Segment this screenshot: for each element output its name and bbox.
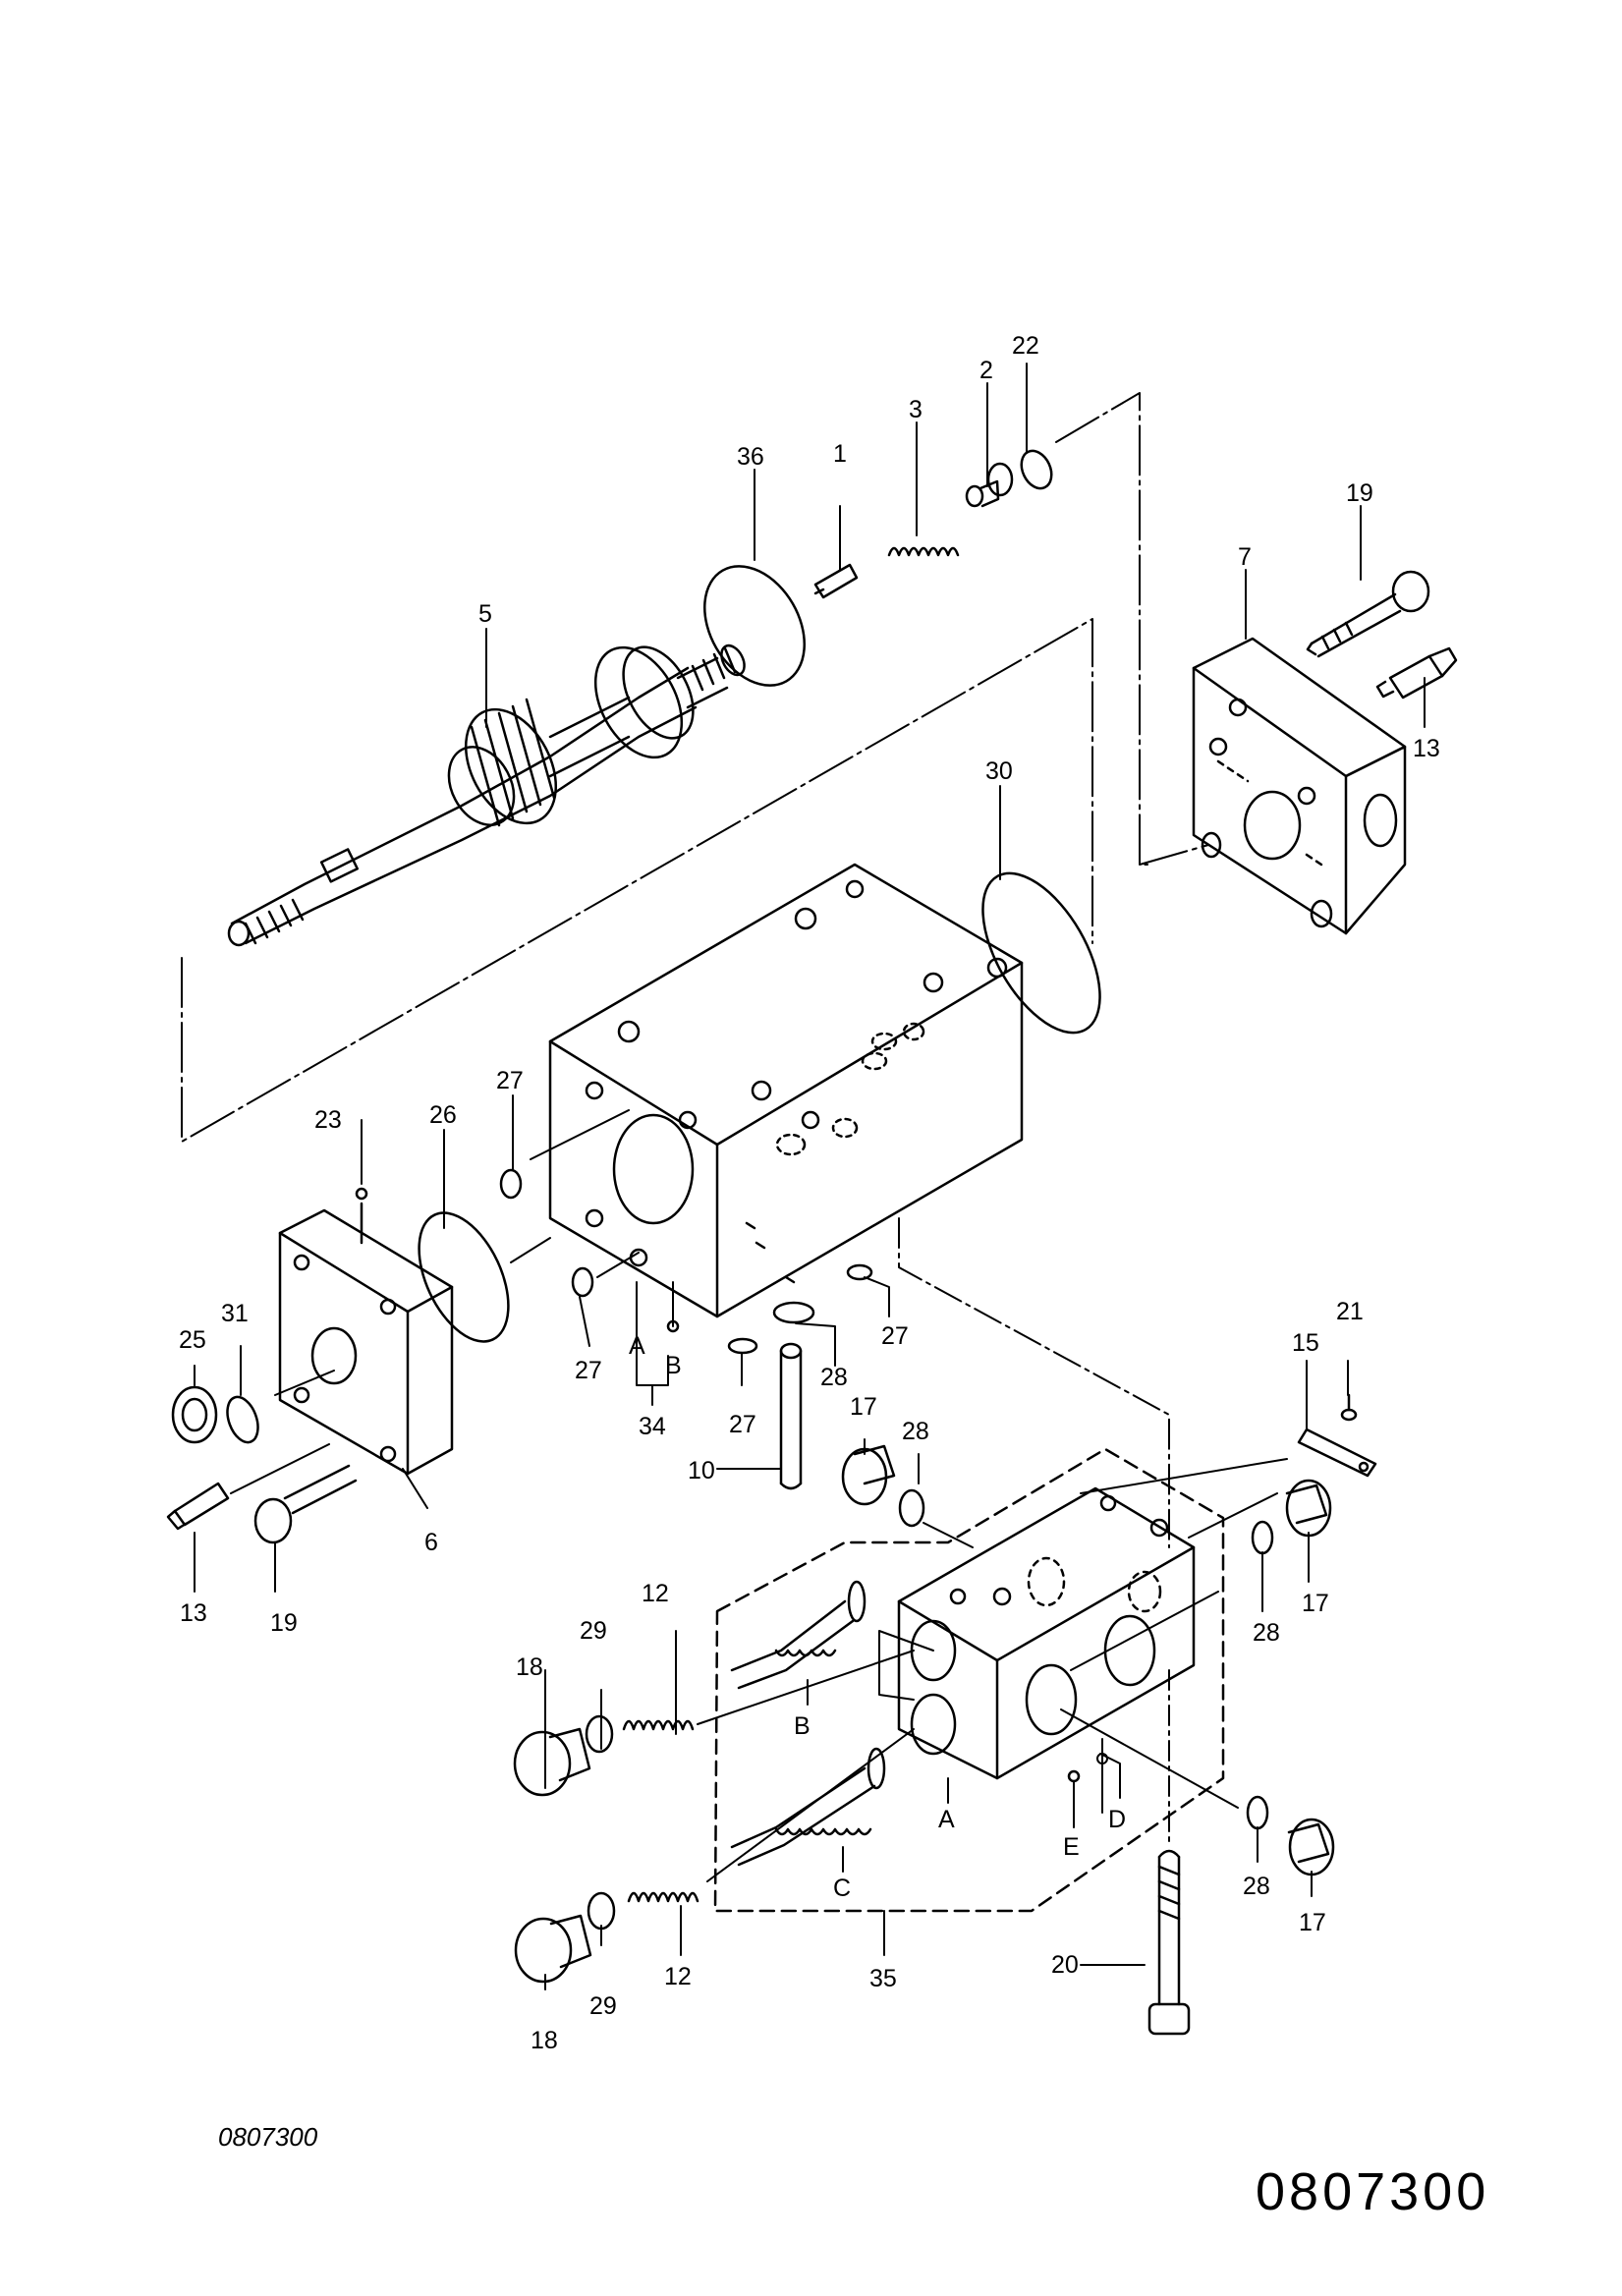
o-ring-part-30	[981, 871, 1101, 1035]
plug-part-2	[965, 462, 1014, 508]
callout-19-lower: 19	[270, 1609, 298, 1637]
o-ring-part-36	[703, 565, 806, 687]
bolt-part-20	[1147, 1849, 1191, 2036]
callout-port-d: D	[1108, 1806, 1126, 1833]
callout-28-a: 28	[820, 1364, 848, 1391]
callout-22: 22	[1012, 332, 1039, 360]
callout-26: 26	[429, 1101, 457, 1129]
o-ring-part-27-d	[846, 1263, 873, 1281]
callout-17-a: 17	[850, 1393, 877, 1421]
sub-assembly-outline-part-35	[713, 1447, 1225, 1913]
callout-23: 23	[314, 1106, 342, 1134]
callout-10: 10	[688, 1457, 715, 1484]
o-ring-part-27-a	[499, 1168, 523, 1200]
callout-27-b: 27	[575, 1357, 602, 1384]
callout-27-d: 27	[881, 1322, 909, 1350]
o-ring-part-28-b	[898, 1488, 925, 1528]
plug-part-25-inner	[181, 1397, 208, 1432]
callout-17-c: 17	[1299, 1909, 1326, 1936]
drawing-code-large: 0807300	[1256, 2162, 1490, 2221]
spring-part-12-upper	[622, 1719, 695, 1731]
callout-port-c: C	[833, 1875, 851, 1902]
callout-6: 6	[424, 1529, 438, 1556]
callout-15: 15	[1292, 1329, 1319, 1357]
callout-29-lower: 29	[589, 1992, 617, 2020]
plug-part-25	[171, 1385, 218, 1444]
callout-13-upper: 13	[1413, 735, 1440, 762]
screw-part-21	[1340, 1393, 1358, 1422]
callout-21: 21	[1336, 1298, 1364, 1325]
callout-28-b: 28	[902, 1418, 929, 1445]
fitting-part-13-lower	[166, 1482, 230, 1531]
callout-25: 25	[179, 1326, 206, 1354]
plug-part-18-upper	[513, 1727, 591, 1797]
callout-12-lower: 12	[664, 1963, 692, 1990]
ring-part-31	[226, 1395, 259, 1444]
pin-part-1	[813, 563, 859, 599]
callout-17-b: 17	[1302, 1590, 1329, 1617]
o-ring-part-28-c	[1251, 1520, 1274, 1555]
bolt-part-19-lower	[253, 1464, 358, 1544]
callout-12-upper: 12	[642, 1580, 669, 1607]
port-b-pin-upper	[666, 1319, 680, 1333]
callout-18-upper: 18	[516, 1653, 543, 1681]
drawing-code-small: 0807300	[218, 2122, 318, 2152]
left-cover-part-6	[278, 1208, 454, 1476]
callout-19-upper: 19	[1346, 479, 1373, 507]
o-ring-part-28-a	[772, 1301, 815, 1324]
callout-31: 31	[221, 1300, 249, 1327]
callout-port-b-sub: B	[794, 1712, 811, 1740]
callout-28-d: 28	[1243, 1873, 1270, 1900]
plug-part-17-c	[1287, 1818, 1335, 1876]
callout-28-c: 28	[1253, 1619, 1280, 1647]
callout-36: 36	[737, 443, 764, 471]
callout-18-lower: 18	[531, 2027, 558, 2054]
callout-27-a: 27	[496, 1067, 524, 1094]
plug-part-18-lower	[514, 1914, 592, 1984]
plug-part-17-a	[841, 1444, 896, 1506]
o-ring-part-29-lower	[587, 1891, 616, 1931]
callout-7: 7	[1238, 543, 1252, 571]
ring-part-22	[1020, 449, 1053, 490]
bolt-part-19-upper	[1306, 570, 1430, 658]
callout-3: 3	[909, 396, 923, 423]
o-ring-part-26	[418, 1211, 510, 1343]
end-block-part-7	[1192, 637, 1407, 935]
plug-part-17-b	[1285, 1479, 1332, 1538]
callout-20: 20	[1051, 1951, 1079, 1979]
spring-part-3	[887, 546, 960, 557]
o-ring-part-27-c	[727, 1337, 758, 1355]
callout-35: 35	[869, 1965, 897, 1992]
o-ring-part-28-d	[1246, 1795, 1269, 1830]
callout-5: 5	[478, 600, 492, 628]
leader-lines	[181, 363, 1426, 1990]
spring-part-12-lower	[627, 1891, 699, 1903]
fitting-part-13-upper	[1375, 646, 1458, 700]
callout-2: 2	[979, 357, 993, 384]
pin-part-23-head	[355, 1187, 368, 1201]
pin-part-10	[779, 1342, 803, 1490]
callout-34: 34	[639, 1413, 666, 1440]
callout-13-lower: 13	[180, 1599, 207, 1627]
o-ring-part-29-upper	[585, 1714, 614, 1754]
sub-valve-block	[897, 1486, 1196, 1780]
port-e-pin	[1067, 1769, 1081, 1783]
callout-30: 30	[985, 757, 1013, 785]
callout-port-a-body: A	[629, 1332, 645, 1360]
callout-27-c: 27	[729, 1411, 756, 1438]
callout-port-e: E	[1063, 1833, 1080, 1861]
spool-shaft-part-5	[227, 644, 746, 947]
callout-labels: 1 3 2 22 36 5 19 7 13 30 27 23 26 31 25 …	[179, 332, 1440, 2054]
o-ring-part-27-b	[571, 1266, 594, 1298]
bracket-part-15	[1297, 1428, 1377, 1478]
callout-1: 1	[833, 440, 847, 468]
callout-port-b-body: B	[665, 1352, 682, 1379]
main-valve-body	[548, 863, 1024, 1318]
callout-29-upper: 29	[580, 1617, 607, 1645]
callout-port-a-sub: A	[938, 1806, 955, 1833]
spool-b	[730, 1580, 867, 1690]
